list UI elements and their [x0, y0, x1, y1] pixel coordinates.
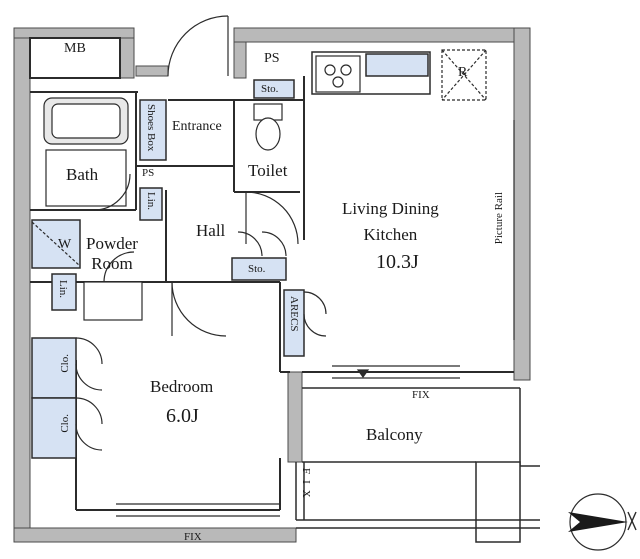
storage-top: [253, 79, 295, 99]
washbasin-icon: [83, 281, 143, 321]
stove-icon: [315, 55, 361, 93]
picture-rail-label: Picture Rail: [493, 192, 505, 245]
closet-lower-label: Clo.: [59, 414, 71, 433]
refrigerator-label: R: [458, 65, 468, 80]
closet-upper-label: Clo.: [59, 354, 71, 373]
ps-top-label: PS: [264, 51, 280, 66]
fixtures: [31, 49, 487, 379]
fix-balcony-label: FIX: [412, 389, 430, 401]
powder-room-label: Powder Room: [86, 234, 138, 273]
fix-bottom-label: FIX: [184, 531, 202, 543]
ldk-size-label: 10.3J: [376, 251, 419, 273]
hall-label: Hall: [196, 221, 226, 240]
shoes-box: [139, 99, 167, 161]
arecs-unit: [283, 289, 305, 357]
ps-mid-label: PS: [142, 167, 155, 179]
shoes-box-label: Shoes Box: [145, 104, 157, 152]
balcony-label: Balcony: [366, 425, 423, 444]
linen-lower-label: Lin.: [57, 280, 69, 299]
interior-walls: [29, 37, 514, 511]
washer-label: W: [58, 237, 72, 252]
arecs-label: ARECS: [288, 296, 300, 332]
storage-hall-label: Sto.: [248, 263, 266, 275]
storage-top-label: Sto.: [261, 83, 279, 95]
closet-upper: [31, 337, 77, 399]
linen-lower: [51, 273, 77, 311]
fix-side-label: FIX: [300, 468, 312, 504]
compass-north-icon: [568, 493, 637, 551]
bedroom-name-label: Bedroom: [150, 377, 214, 396]
bath-label: Bath: [66, 165, 99, 184]
mb-label: MB: [64, 41, 86, 56]
toilet-label: Toilet: [248, 161, 288, 180]
linen-upper: [139, 187, 163, 221]
balcony-area: [295, 387, 540, 543]
exterior-walls: [13, 27, 531, 543]
sink-basin: [365, 53, 429, 77]
ldk-name-label: Living Dining Kitchen: [342, 199, 439, 244]
storage-hall: [231, 257, 287, 281]
entrance-label: Entrance: [172, 119, 222, 134]
door-swings: [75, 15, 327, 451]
linen-upper-label: Lin.: [145, 192, 157, 211]
bedroom-size-label: 6.0J: [166, 405, 199, 427]
windows: [116, 120, 515, 517]
